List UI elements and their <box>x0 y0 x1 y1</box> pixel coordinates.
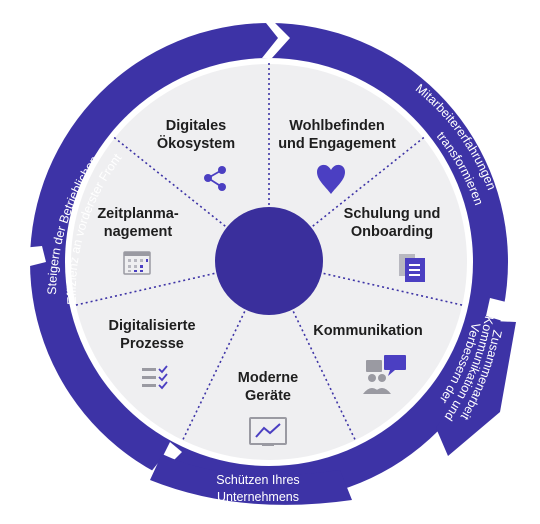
ring-label-schuetzen: Schützen Ihres Unternehmens <box>216 473 299 504</box>
share-icon <box>204 166 226 191</box>
segment-divider <box>113 136 226 227</box>
label-prozesse-1: Digitalisierte <box>108 318 195 334</box>
segment-divider <box>323 272 463 306</box>
chat-icon <box>363 355 406 394</box>
label-kommunikation: Kommunikation <box>313 323 423 339</box>
ring-label-schuetzen-2: Unternehmens <box>217 490 299 504</box>
ring-label-schuetzen-1: Schützen Ihres <box>216 473 299 487</box>
document-icon <box>399 254 425 282</box>
label-zeitplan-2: nagement <box>104 224 173 240</box>
checklist-icon <box>142 365 168 390</box>
tab-schuetzen <box>150 454 352 505</box>
label-zeitplan-1: Zeitplanma- <box>97 206 179 222</box>
label-schulung-1: Schulung und <box>344 206 441 222</box>
segment-schulung: Schulung und Onboarding <box>344 206 441 282</box>
segment-wohlbefinden: Wohlbefinden und Engagement <box>278 118 396 194</box>
label-geraete-2: Geräte <box>245 388 291 404</box>
segment-divider <box>75 272 215 306</box>
tab-verbessern <box>436 320 516 456</box>
segment-divider <box>292 311 356 440</box>
chart-monitor-icon <box>249 417 287 446</box>
label-schulung-2: Onboarding <box>351 224 433 240</box>
calendar-icon <box>123 251 151 275</box>
segment-divider <box>312 136 425 227</box>
segment-kommunikation: Kommunikation <box>313 323 423 394</box>
segment-prozesse: Digitalisierte Prozesse <box>108 318 196 390</box>
label-geraete-1: Moderne <box>238 370 298 386</box>
segment-geraete: Moderne Geräte <box>238 370 298 446</box>
label-wohlbefinden-2: und Engagement <box>278 136 396 152</box>
segment-oekosystem: Digitales Ökosystem <box>157 118 235 191</box>
heart-icon <box>317 164 345 194</box>
ring-break-left <box>22 246 46 266</box>
center-circle <box>215 207 323 315</box>
label-oekosystem-2: Ökosystem <box>157 135 235 152</box>
label-wohlbefinden-1: Wohlbefinden <box>289 118 385 134</box>
segment-divider <box>182 311 246 440</box>
ring-break-top <box>262 18 290 58</box>
ring-break-right <box>486 298 520 326</box>
segment-dividers <box>75 63 463 440</box>
label-prozesse-2: Prozesse <box>120 336 184 352</box>
label-oekosystem-1: Digitales <box>166 118 226 134</box>
segment-zeitplan: Zeitplanma- nagement <box>97 206 179 275</box>
ring-tabs <box>150 320 516 505</box>
